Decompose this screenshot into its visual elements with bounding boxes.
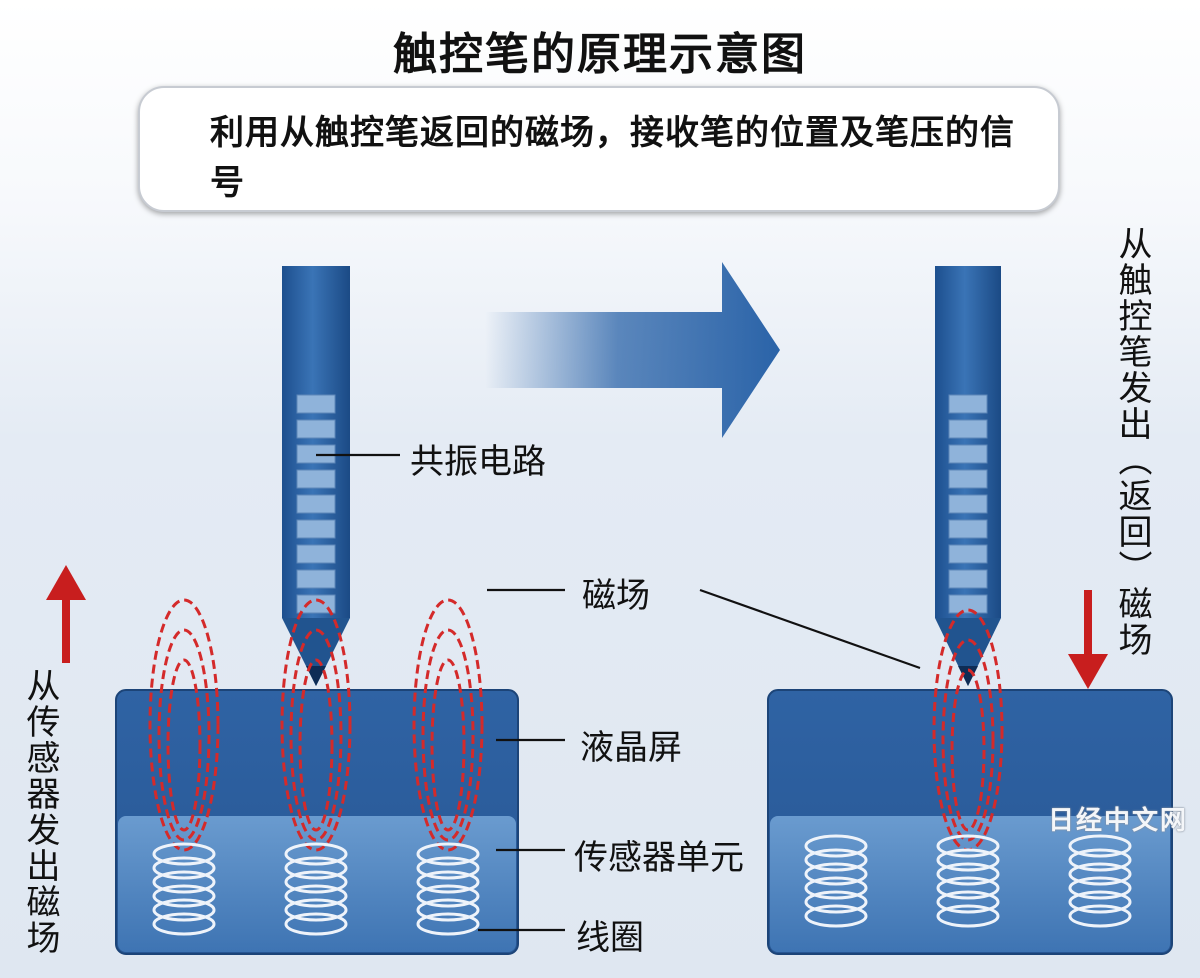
watermark: 日经中文网 [1047, 806, 1188, 836]
label-coil: 线圈 [576, 918, 644, 958]
label-lcd: 液晶屏 [580, 728, 682, 768]
left-pen [282, 266, 350, 686]
leader-magnetic-field-right [699, 588, 921, 670]
left-coils [152, 842, 480, 936]
diagram-title: 触控笔的原理示意图 [393, 29, 807, 80]
up-arrow [46, 565, 86, 663]
left-panel [46, 266, 519, 955]
right-pen [935, 266, 1001, 686]
coil [416, 842, 480, 936]
left-side-text: 从传感器发出磁场 [20, 668, 60, 956]
right-side-text: 从触控笔发出（返回）磁场 [1112, 226, 1152, 658]
label-sensor-unit: 传感器单元 [574, 838, 744, 878]
label-resonant-circuit: 共振电路 [410, 442, 546, 482]
right-panel [767, 266, 1173, 955]
caption-text: 利用从触控笔返回的磁场，接收笔的位置及笔压的信号 [210, 113, 1015, 203]
left-resonant-circuit [296, 394, 336, 614]
coil [1068, 834, 1132, 928]
leader-lines [316, 453, 921, 932]
coil [152, 842, 216, 936]
caption-box: 利用从触控笔返回的磁场，接收笔的位置及笔压的信号 [138, 86, 1060, 212]
down-arrow [1068, 590, 1108, 689]
left-magnetic-field [148, 598, 484, 852]
transition-arrow [485, 262, 780, 438]
left-sensor-layer [118, 816, 516, 952]
coil [804, 834, 868, 928]
coil [936, 834, 1000, 928]
right-resonant-circuit [948, 394, 988, 614]
coil [284, 842, 348, 936]
right-coils [804, 834, 1132, 928]
label-magnetic-field: 磁场 [582, 576, 650, 616]
